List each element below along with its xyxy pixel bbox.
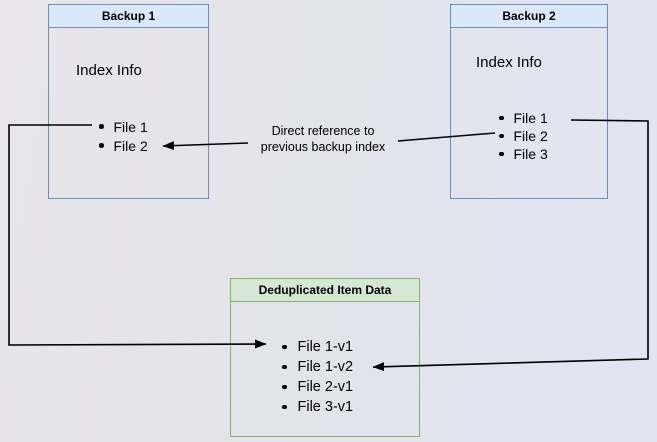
annotation-line2: previous backup index: [260, 139, 386, 154]
file-label: File 2: [513, 128, 548, 144]
bullet-icon: [282, 404, 287, 410]
backup1-index-info-label: Index Info: [76, 62, 142, 79]
bullet-icon: [282, 364, 287, 370]
list-item: File 2: [99, 136, 148, 155]
list-item: File 1-v2: [282, 357, 353, 377]
backup2-box: Backup 2 Index Info File 1 File 2 File 3: [450, 4, 608, 199]
backup2-file-list: File 1 File 2 File 3: [499, 109, 548, 163]
bullet-icon: [499, 151, 504, 157]
bullet-icon: [282, 344, 287, 350]
bullet-icon: [499, 115, 504, 121]
direct-reference-annotation: Direct reference to previous backup inde…: [237, 124, 409, 155]
dedup-file-list: File 1-v1 File 1-v2 File 2-v1 File 3-v1: [282, 337, 353, 417]
list-item: File 3: [499, 145, 548, 163]
file-version-label: File 1-v2: [297, 359, 354, 375]
list-item: File 1-v1: [282, 337, 353, 357]
dedup-box: Deduplicated Item Data File 1-v1 File 1-…: [230, 278, 420, 437]
backup1-box: Backup 1 Index Info File 1 File 2: [48, 4, 209, 199]
file-label: File 2: [113, 137, 148, 154]
list-item: File 1: [99, 117, 148, 136]
file-label: File 3: [513, 146, 548, 162]
file-label: File 1: [113, 118, 148, 135]
file-version-label: File 1-v1: [297, 339, 354, 355]
file-version-label: File 3-v1: [297, 399, 354, 415]
dedup-title: Deduplicated Item Data: [231, 279, 419, 302]
list-item: File 3-v1: [282, 397, 353, 417]
annotation-line1: Direct reference to: [271, 124, 375, 138]
backup1-file-list: File 1 File 2: [99, 117, 148, 155]
backup2-title: Backup 2: [451, 5, 607, 28]
file-label: File 1: [513, 110, 548, 126]
bullet-icon: [99, 124, 104, 129]
backup1-title: Backup 1: [49, 5, 208, 28]
bullet-icon: [282, 384, 287, 390]
bullet-icon: [99, 143, 104, 148]
bullet-icon: [499, 133, 504, 139]
file-version-label: File 2-v1: [297, 379, 354, 395]
backup2-index-info-label: Index Info: [476, 54, 542, 71]
list-item: File 1: [499, 109, 548, 127]
list-item: File 2: [499, 127, 548, 145]
list-item: File 2-v1: [282, 377, 353, 397]
